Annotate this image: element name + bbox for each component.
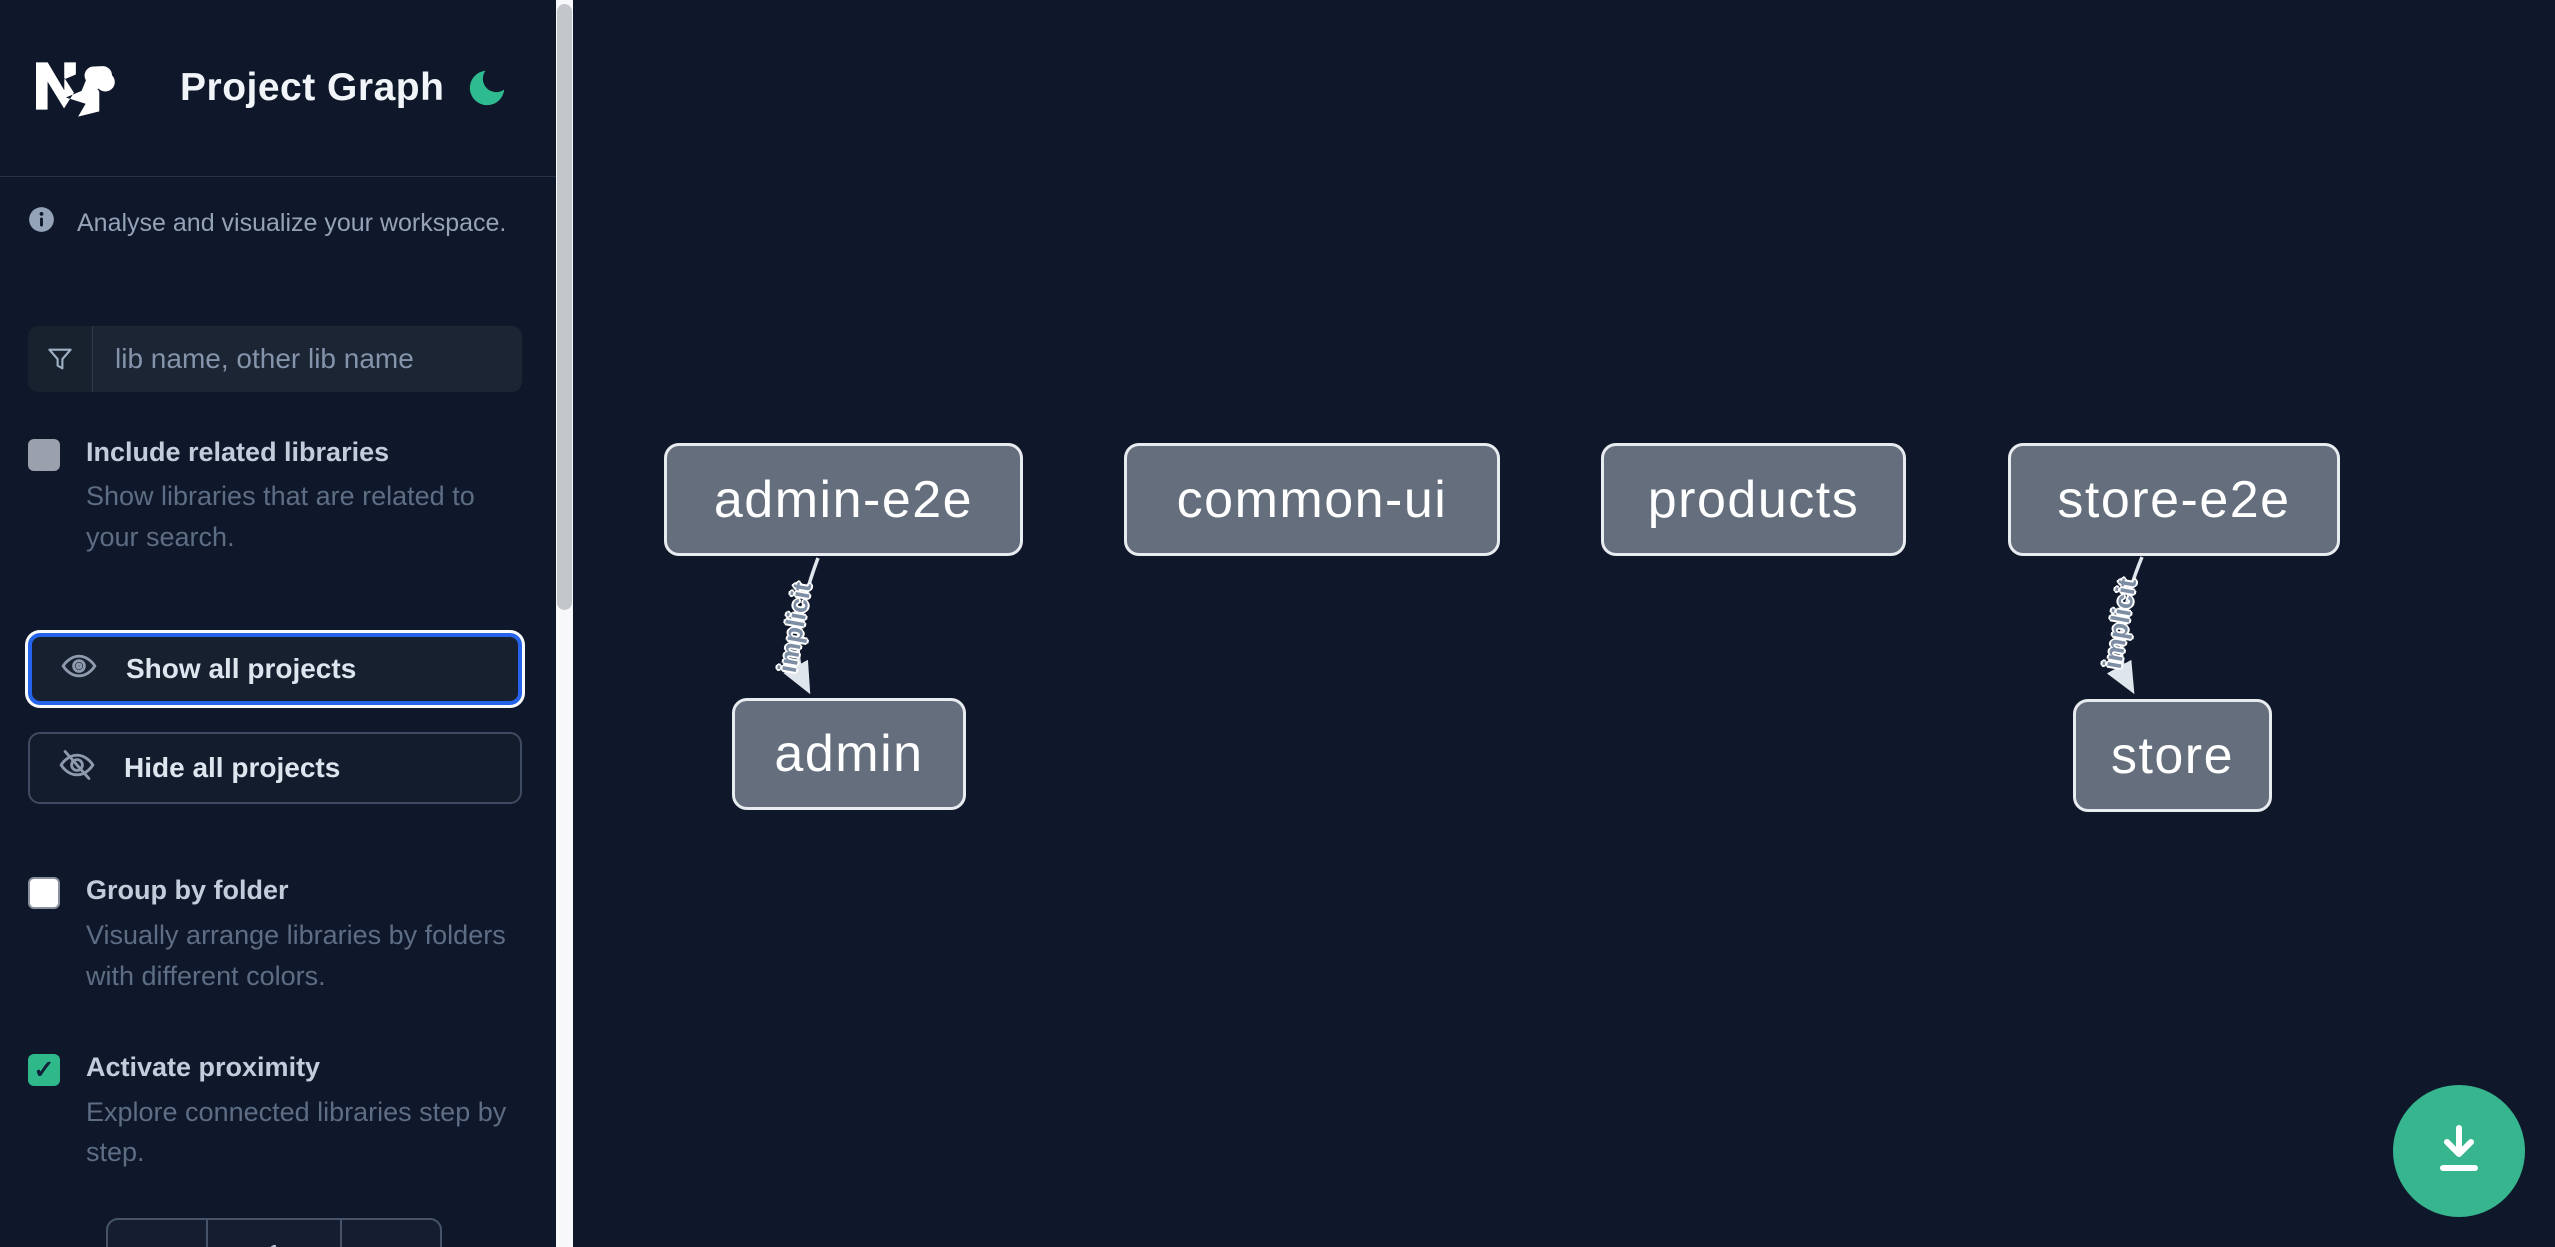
download-image-button[interactable]	[2393, 1085, 2525, 1217]
group-by-folder-label: Group by folder	[86, 875, 289, 906]
include-related-row: Include related libraries Show libraries…	[28, 436, 522, 558]
workspace-info-row: Analyse and visualize your workspace.	[28, 205, 522, 240]
show-all-projects-button[interactable]: Show all projects	[28, 633, 522, 706]
depth-value[interactable]: 1	[206, 1219, 342, 1247]
download-icon	[2429, 1120, 2489, 1183]
moon-icon	[464, 70, 510, 115]
proximity-depth-stepper: − 1 +	[106, 1217, 442, 1247]
include-related-label: Include related libraries	[86, 436, 390, 467]
theme-toggle-button[interactable]	[464, 64, 510, 112]
graph-node-admin-e2e[interactable]: admin-e2e	[664, 443, 1023, 556]
sidebar-content: Analyse and visualize your workspace. In…	[0, 177, 556, 1247]
sidebar: Project Graph Analyse and v	[0, 0, 556, 1247]
group-by-folder-checkbox[interactable]	[28, 877, 60, 910]
activate-proximity-description: Explore connected libraries step by step…	[86, 1096, 507, 1168]
project-graph-canvas[interactable]: implicit implicit admin-e2e common-ui pr…	[573, 0, 2555, 1247]
increment-button[interactable]: +	[342, 1220, 440, 1247]
graph-node-store-e2e[interactable]: store-e2e	[2008, 443, 2340, 556]
search-input[interactable]	[93, 325, 522, 392]
eye-icon	[60, 647, 98, 692]
sidebar-header: Project Graph	[0, 0, 556, 177]
sidebar-scrollbar-thumb[interactable]	[557, 4, 572, 610]
group-by-folder-description: Visually arrange libraries by folders wi…	[86, 920, 506, 991]
group-by-folder-row: Group by folder Visually arrange librari…	[28, 874, 522, 996]
nx-logo	[28, 48, 120, 129]
graph-node-products[interactable]: products	[1601, 443, 1906, 556]
activate-proximity-label: Activate proximity	[86, 1052, 321, 1082]
filter-search-box	[28, 325, 522, 392]
graph-edges	[783, 556, 2144, 695]
sidebar-scrollbar-track[interactable]	[556, 0, 573, 1247]
show-all-projects-label: Show all projects	[126, 653, 357, 685]
include-related-description: Show libraries that are related to your …	[86, 481, 475, 552]
graph-node-common-ui[interactable]: common-ui	[1124, 443, 1500, 556]
activate-proximity-checkbox[interactable]: ✓	[28, 1054, 60, 1086]
activate-proximity-row: ✓ Activate proximity Explore connected l…	[28, 1051, 522, 1173]
hide-all-projects-label: Hide all projects	[124, 752, 341, 784]
edge-admin-e2e-to-admin	[783, 557, 820, 695]
edge-store-e2e-to-store	[2106, 556, 2144, 695]
graph-node-admin[interactable]: admin	[732, 698, 966, 810]
info-icon	[28, 205, 55, 238]
eye-off-icon	[58, 746, 96, 791]
decrement-button[interactable]: −	[108, 1220, 206, 1247]
workspace-info-text: Analyse and visualize your workspace.	[77, 209, 507, 237]
include-related-checkbox[interactable]	[28, 438, 60, 471]
page-title: Project Graph	[180, 66, 445, 109]
checkmark-icon: ✓	[33, 1056, 55, 1084]
filter-icon	[28, 325, 93, 392]
hide-all-projects-button[interactable]: Hide all projects	[28, 732, 522, 805]
graph-node-store[interactable]: store	[2073, 699, 2272, 812]
